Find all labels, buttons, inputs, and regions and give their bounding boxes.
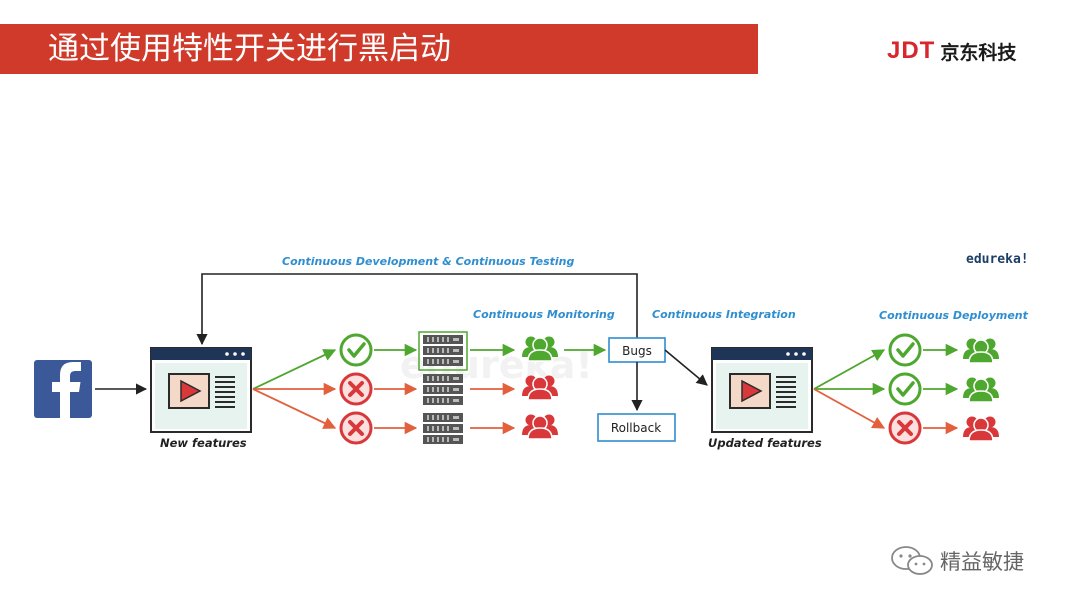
server-icon: [422, 373, 464, 406]
branch-arrow-success: [252, 349, 337, 390]
server-icon: [422, 412, 464, 445]
title-bar: 通过使用特性开关进行黑启动: [0, 24, 758, 74]
label-dev-testing: Continuous Development & Continuous Test…: [282, 255, 574, 268]
logo-brand: JDT: [887, 37, 936, 64]
check-icon: [888, 333, 922, 367]
check-icon: [888, 372, 922, 406]
branch-arrow-fail-2: [252, 388, 337, 429]
label-monitoring: Continuous Monitoring: [473, 308, 615, 321]
watermark-text: 精益敏捷: [940, 550, 1024, 574]
logo-name: 京东科技: [940, 41, 1017, 64]
updated-features-window-icon: [711, 347, 813, 433]
users-group-icon: [962, 415, 1000, 442]
facebook-icon: [34, 360, 92, 418]
users-group-icon: [962, 376, 1000, 403]
cross-icon: [339, 372, 373, 406]
label-deployment: Continuous Deployment: [879, 309, 1029, 322]
watermark: 精益敏捷: [890, 546, 1024, 576]
jdt-logo: JDT 京东科技: [887, 36, 1016, 66]
new-features-window-icon: [150, 347, 252, 433]
wechat-icon: [891, 546, 933, 575]
users-group-icon: [521, 413, 559, 440]
rollback-label: Rollback: [611, 421, 661, 435]
label-new-features: New features: [160, 436, 247, 450]
label-integration: Continuous Integration: [652, 308, 796, 321]
slide-title: 通过使用特性开关进行黑启动: [48, 31, 451, 67]
users-group-icon: [962, 337, 1000, 364]
bugs-label: Bugs: [622, 344, 652, 358]
cross-icon: [888, 411, 922, 445]
users-group-icon: [521, 374, 559, 401]
cross-icon: [339, 411, 373, 445]
check-icon: [339, 333, 373, 367]
label-updated-features: Updated features: [708, 436, 822, 450]
server-icon: [422, 334, 464, 367]
feedback-loop-arrow: [196, 273, 638, 350]
rollback-box: [597, 413, 676, 442]
arrow-to-updated: [664, 349, 708, 386]
server-highlight: [418, 331, 468, 371]
edureka-logo: edureka!: [966, 252, 1029, 267]
